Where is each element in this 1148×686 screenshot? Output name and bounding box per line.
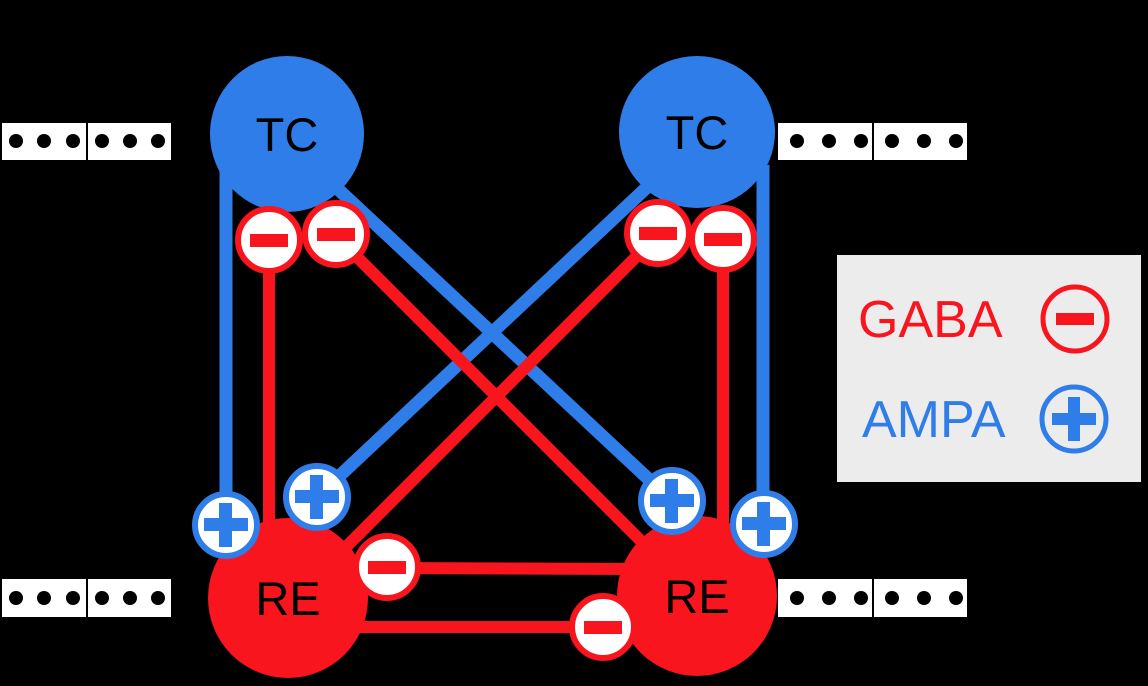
- plus-badge-circle: [1039, 384, 1109, 454]
- re-left-label: RE: [255, 572, 320, 625]
- tc-left-shape: [210, 56, 364, 212]
- gaba-minus-badge: [235, 206, 303, 274]
- io-dot: [917, 134, 931, 148]
- edges-layer: [219, 155, 770, 633]
- edge-re-left-to-tc-right-gaba: [328, 230, 663, 565]
- gaba-minus-badge: [689, 205, 757, 273]
- io-dot: [151, 134, 165, 148]
- io-dot: [885, 591, 899, 605]
- node-tc-right: TC: [619, 56, 775, 208]
- io-dot: [9, 591, 23, 605]
- io-dot: [822, 134, 836, 148]
- gaba-minus-badge: [624, 199, 692, 267]
- minus-icon: [368, 561, 406, 574]
- nodes-layer: TC TC RE RE: [208, 56, 777, 678]
- minus-icon: [704, 233, 742, 246]
- minus-badge-circle: [1040, 284, 1110, 354]
- ampa-plus-badge: [192, 491, 260, 559]
- io-dot: [917, 591, 931, 605]
- io-ports-layer: [2, 123, 967, 617]
- gaba-minus-badge: [302, 200, 370, 268]
- node-re-left: RE: [208, 518, 368, 678]
- io-dot: [37, 591, 51, 605]
- legend-plus-badge: [1039, 384, 1109, 454]
- edge-tc-right-to-re-left-ampa: [312, 155, 681, 502]
- plus-icon: [219, 503, 232, 547]
- io-dot: [854, 134, 868, 148]
- io-dot: [123, 591, 137, 605]
- minus-icon: [1056, 313, 1094, 325]
- legend: GABA AMPA: [837, 255, 1141, 482]
- io-dot: [822, 591, 836, 605]
- re-right-label: RE: [664, 570, 729, 623]
- io-port-bottom-right: [778, 579, 967, 617]
- node-tc-left: TC: [210, 56, 364, 212]
- io-dot: [123, 134, 137, 148]
- io-dot: [790, 134, 804, 148]
- io-port-top-left: [2, 123, 171, 160]
- plus-icon: [310, 475, 323, 519]
- io-dot: [37, 134, 51, 148]
- gaba-minus-badge: [569, 593, 637, 661]
- io-dot: [151, 591, 165, 605]
- tc-right-label: TC: [666, 106, 729, 159]
- io-dot: [66, 591, 80, 605]
- legend-minus-badge: [1040, 284, 1110, 354]
- edge-re-right-to-re-left-gaba: [386, 562, 653, 575]
- minus-icon: [250, 234, 288, 247]
- tc-left-label: TC: [256, 108, 319, 161]
- tc-right-shape: [619, 56, 775, 208]
- legend-ampa-label: AMPA: [862, 391, 1006, 449]
- minus-icon: [317, 228, 355, 241]
- io-dot: [790, 591, 804, 605]
- synapse-badges-layer: [192, 199, 798, 661]
- re-right-shape: [617, 516, 777, 676]
- minus-icon: [584, 621, 622, 634]
- io-port-top-right: [778, 123, 967, 160]
- io-dot: [95, 134, 109, 148]
- legend-gaba-label: GABA: [858, 291, 1003, 349]
- io-dot: [949, 134, 963, 148]
- io-dot: [95, 591, 109, 605]
- io-dot: [885, 134, 899, 148]
- gaba-minus-badge: [353, 533, 421, 601]
- ampa-plus-badge: [638, 467, 706, 535]
- io-port-bottom-left: [2, 579, 171, 617]
- ampa-plus-badge: [283, 463, 351, 531]
- plus-icon: [757, 502, 770, 546]
- plus-icon: [1068, 397, 1080, 441]
- plus-icon: [665, 479, 678, 523]
- io-dot: [66, 134, 80, 148]
- ampa-plus-badge: [730, 490, 798, 558]
- io-dot: [854, 591, 868, 605]
- node-re-right: RE: [617, 516, 777, 676]
- re-left-shape: [208, 518, 368, 678]
- io-dot: [9, 134, 23, 148]
- minus-icon: [639, 227, 677, 240]
- io-dot: [949, 591, 963, 605]
